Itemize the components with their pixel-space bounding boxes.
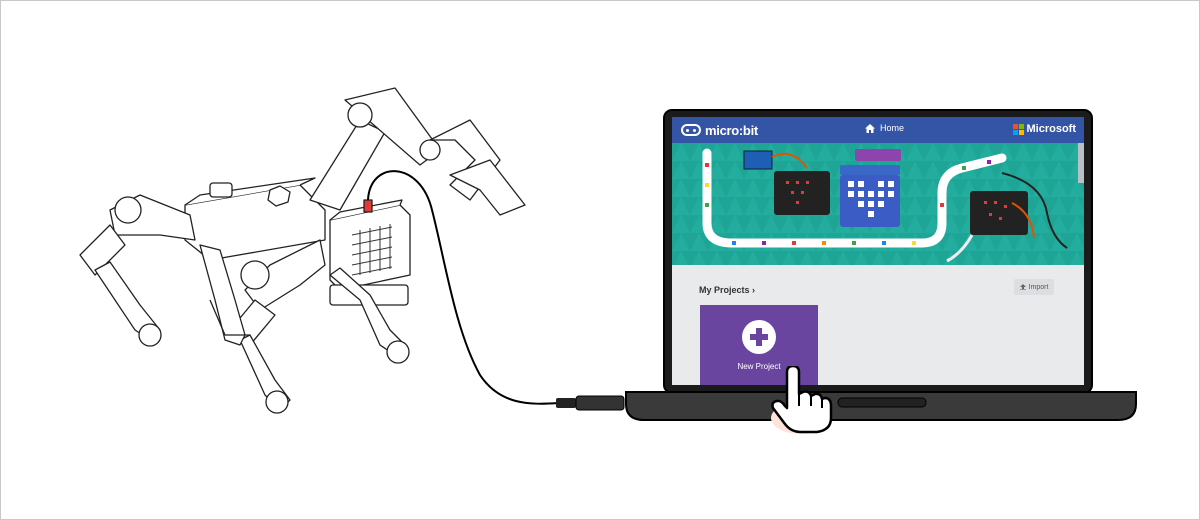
hand-pointer-icon xyxy=(771,366,833,434)
makecode-topbar: micro:bit Home Microsoft xyxy=(672,117,1084,143)
my-projects-heading[interactable]: My Projects › xyxy=(699,285,755,295)
hero-banner xyxy=(672,143,1084,265)
import-label: Import xyxy=(1028,283,1049,291)
microsoft-logo-icon xyxy=(1012,123,1024,135)
my-projects-label: My Projects xyxy=(699,285,750,295)
laptop-screen: micro:bit Home Microsoft xyxy=(672,117,1084,385)
microbit-logo-icon xyxy=(681,124,701,136)
home-icon xyxy=(865,123,875,133)
brand-label: micro:bit xyxy=(705,122,758,138)
banner-artwork xyxy=(672,143,1084,265)
upload-icon xyxy=(1019,284,1026,290)
usb-plug xyxy=(556,398,576,408)
led-dots xyxy=(705,160,991,245)
robot-dog-drawing xyxy=(79,87,526,414)
plus-icon xyxy=(742,320,776,354)
chevron-right-icon: › xyxy=(752,285,756,295)
scrollbar[interactable] xyxy=(1078,143,1084,183)
new-project-label: New Project xyxy=(737,362,781,371)
home-button[interactable]: Home xyxy=(865,123,904,133)
import-button[interactable]: Import xyxy=(1014,279,1054,295)
home-label: Home xyxy=(880,123,905,133)
microsoft-link[interactable]: Microsoft xyxy=(1012,123,1077,135)
microbit-logo[interactable]: micro:bit xyxy=(681,122,758,138)
usb-cable xyxy=(367,170,559,405)
vendor-label: Microsoft xyxy=(1026,123,1077,135)
